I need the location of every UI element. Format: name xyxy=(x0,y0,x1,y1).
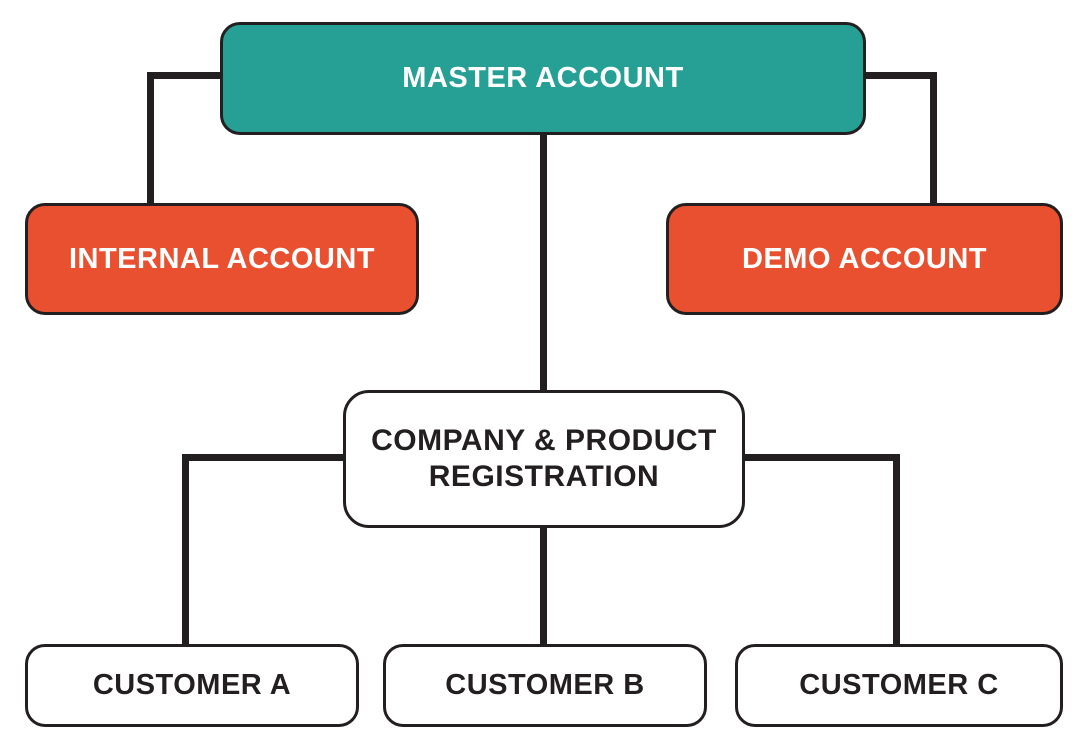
node-internal-account: INTERNAL ACCOUNT xyxy=(25,203,419,315)
node-customer-a: CUSTOMER A xyxy=(25,644,359,727)
node-company-product-registration-label: COMPANY & PRODUCT REGISTRATION xyxy=(371,424,717,493)
node-demo-account: DEMO ACCOUNT xyxy=(666,203,1063,315)
connector-registration-customer-c-horizontal xyxy=(740,454,900,461)
connector-registration-customer-b xyxy=(540,524,547,648)
node-customer-c-label: CUSTOMER C xyxy=(799,669,999,702)
connector-registration-customer-a-vertical xyxy=(182,454,189,648)
connector-master-demo-vertical xyxy=(930,72,937,208)
connector-master-internal-horizontal xyxy=(147,72,227,79)
connector-master-demo-horizontal xyxy=(860,72,937,79)
connector-master-internal-vertical xyxy=(147,72,154,208)
node-master-account: MASTER ACCOUNT xyxy=(220,22,866,135)
node-customer-b: CUSTOMER B xyxy=(383,644,707,727)
node-customer-c: CUSTOMER C xyxy=(735,644,1063,727)
node-company-product-registration: COMPANY & PRODUCT REGISTRATION xyxy=(343,390,745,528)
connector-registration-customer-a-horizontal xyxy=(182,454,348,461)
node-demo-account-label: DEMO ACCOUNT xyxy=(742,242,987,275)
node-master-account-label: MASTER ACCOUNT xyxy=(402,62,684,95)
node-internal-account-label: INTERNAL ACCOUNT xyxy=(68,242,376,275)
node-customer-a-label: CUSTOMER A xyxy=(92,669,292,702)
node-customer-b-label: CUSTOMER B xyxy=(445,669,645,702)
connector-registration-customer-c-vertical xyxy=(893,454,900,648)
connector-master-registration xyxy=(540,130,547,395)
